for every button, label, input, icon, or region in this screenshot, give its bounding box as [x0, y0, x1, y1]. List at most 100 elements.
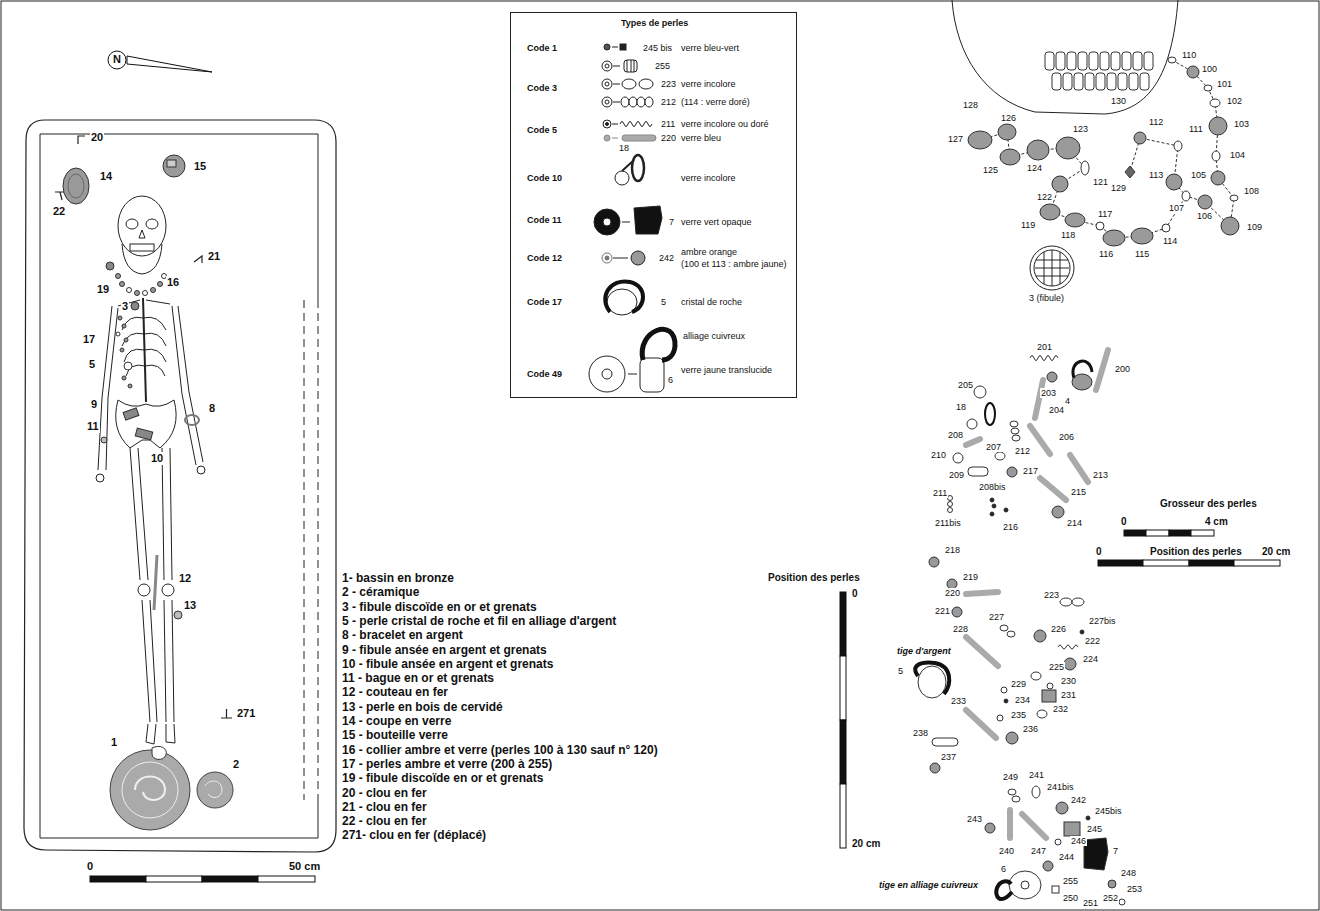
bead-type-samples	[612, 138, 618, 139]
bead-number: 4	[1064, 396, 1071, 406]
nail-symbol	[194, 256, 202, 263]
legend-text: verre incolore ou doré	[681, 119, 769, 129]
scale-label: Grosseur des perles	[1160, 498, 1257, 510]
bead-type-samples	[605, 256, 609, 260]
nail-symbol	[221, 709, 232, 718]
callout-number: 10	[150, 452, 164, 465]
bead-number: 103	[1233, 119, 1250, 129]
disc-brooch	[1034, 250, 1070, 286]
scale-label: 20 cm	[852, 838, 880, 850]
bead-number: 210	[930, 450, 947, 460]
skeleton	[96, 474, 104, 482]
item-caption: 19 - fibule discoïde en or et grenats	[342, 772, 543, 786]
skeleton	[142, 600, 157, 722]
grave-outline	[304, 300, 305, 800]
body-ornaments	[154, 555, 157, 610]
bead-layout-lower	[1008, 789, 1016, 795]
body-ornaments	[123, 408, 139, 420]
bead-layout-lower	[1080, 630, 1084, 634]
scale-label: 4 cm	[1205, 516, 1228, 528]
bead-layout-lower	[1119, 899, 1125, 905]
body-ornaments	[124, 362, 132, 370]
bead-layout-lower	[1031, 672, 1041, 680]
bead-number: 248	[1120, 868, 1137, 878]
scale-bar	[1191, 530, 1214, 536]
skeleton	[98, 398, 108, 470]
necklace-drawing	[1085, 73, 1094, 90]
item-caption: 1- bassin en bronze	[342, 572, 454, 586]
callout-number: 5	[88, 358, 96, 371]
bead-number: 231	[1060, 690, 1077, 700]
item-caption: 22 - clou en fer	[342, 815, 427, 829]
bead-number: 216	[1002, 522, 1019, 532]
item-caption: 10 - fibule ansée en argent et grenats	[342, 658, 553, 672]
bead-number: 6	[1000, 864, 1007, 874]
code-label: Code 1	[527, 43, 557, 53]
necklace-drawing	[1144, 52, 1153, 70]
necklace-drawing	[1078, 52, 1087, 70]
callout-number: 17	[82, 333, 96, 346]
callout-number: 19	[96, 283, 110, 296]
item-caption: 16 - collier ambre et verre (perles 100 …	[342, 744, 658, 758]
scale-label: Position des perles	[1150, 546, 1242, 558]
bead-number: 233	[950, 696, 967, 706]
item-caption: 11 - bague en or et grenats	[342, 672, 494, 686]
callout-number: 8	[208, 402, 216, 415]
bead-number: 220	[944, 588, 961, 598]
bead-type-samples	[605, 281, 643, 312]
bead-type-samples	[603, 120, 611, 128]
item-caption: 9 - fibule ansée en argent et grenats	[342, 644, 547, 658]
necklace-drawing	[1211, 171, 1225, 185]
scale-bar	[202, 876, 258, 882]
body-ornaments	[124, 338, 128, 342]
bead-type-samples	[605, 64, 609, 68]
legend-text: alliage cuivreux	[683, 331, 745, 341]
callout-number: 271	[236, 707, 256, 720]
bead-layout-lower	[915, 663, 949, 694]
necklace-drawing	[1210, 99, 1220, 107]
necklace-drawing	[1140, 73, 1149, 90]
bead-number: 227	[988, 612, 1005, 622]
bead-layout-lower	[1056, 802, 1068, 814]
bead-number: 203	[1040, 388, 1057, 398]
bead-number: 217	[1022, 466, 1039, 476]
bead-number: 211	[932, 488, 948, 498]
bead-layout-upper	[1073, 361, 1092, 378]
bead-layout-lower	[1086, 816, 1090, 820]
necklace-drawing	[1096, 73, 1105, 90]
bead-number: 212	[661, 97, 676, 107]
bead-type-samples	[620, 122, 652, 127]
necklace-drawing	[1111, 52, 1120, 70]
bead-number: 105	[1190, 170, 1207, 180]
necklace-drawing	[1129, 73, 1138, 90]
bead-number: 110	[1181, 50, 1197, 60]
bead-layout-lower	[1060, 598, 1072, 606]
code-label: Code 49	[527, 369, 562, 379]
bead-layout-lower	[932, 738, 958, 746]
bead-number: 227bis	[1088, 616, 1117, 626]
bead-number: 219	[962, 572, 979, 582]
necklace-drawing	[1103, 230, 1125, 246]
bead-type-samples	[628, 374, 637, 375]
bead-type-samples	[629, 97, 637, 107]
bead-number: 211	[661, 119, 675, 129]
bead-layout-upper	[990, 498, 994, 502]
body-ornaments	[151, 288, 156, 293]
body-ornaments	[128, 384, 132, 388]
body-ornaments	[127, 288, 132, 293]
bead-number: 7	[1112, 846, 1119, 856]
item-caption: 2 - céramique	[342, 586, 419, 600]
skeleton	[162, 448, 172, 580]
item-caption: 20 - clou en fer	[342, 787, 427, 801]
bead-number: 108	[1243, 186, 1260, 196]
bead-layout-lower	[985, 823, 995, 833]
callout-number: 16	[166, 276, 180, 289]
bead-layout-lower	[996, 881, 1012, 899]
body-ornaments	[106, 262, 114, 270]
bead-layout-lower	[1007, 810, 1013, 838]
bead-number: 212	[1014, 446, 1031, 456]
necklace-drawing	[1045, 52, 1054, 70]
scale-bar	[1098, 560, 1143, 566]
bead-number: 122	[1036, 192, 1053, 202]
bead-type-samples	[605, 100, 609, 104]
